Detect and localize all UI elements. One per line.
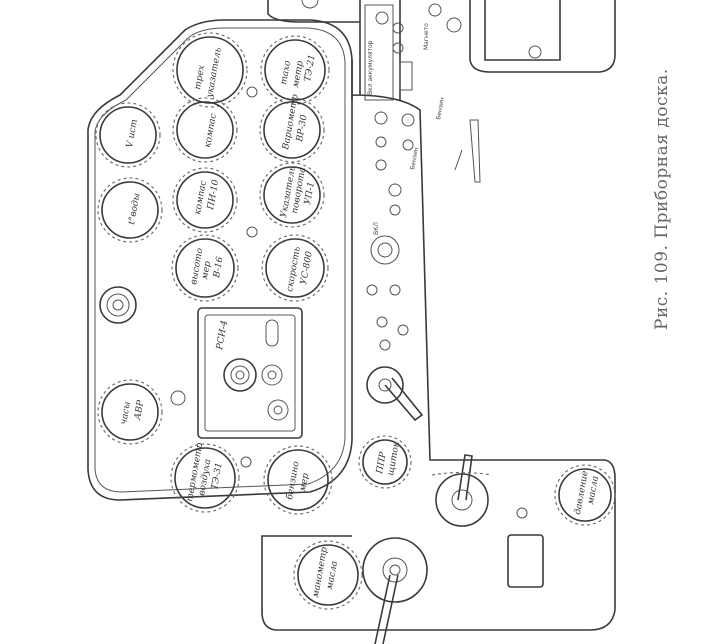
caption-text: Рис. 109. Приборная доска. bbox=[652, 68, 672, 330]
switch-label: Бензин bbox=[409, 147, 420, 171]
gauge-label: УС-800 bbox=[299, 250, 315, 285]
gauge-label: ВР-30 bbox=[295, 114, 310, 144]
lever-middle bbox=[431, 454, 493, 527]
lever-lower bbox=[362, 537, 428, 644]
gauge-manometr bbox=[293, 540, 363, 610]
gauge-label: компас bbox=[203, 113, 219, 149]
gauge-skorost bbox=[261, 234, 329, 302]
switch-label: ВКЛ bbox=[373, 222, 380, 235]
side-panel-outline bbox=[261, 60, 616, 631]
gauge-labels: трех указатель тахо метр ТЭ-21 V ист ком… bbox=[119, 47, 601, 599]
gauge-dav-masla bbox=[554, 464, 616, 526]
gauge-tahometr bbox=[260, 35, 330, 105]
lever-upper bbox=[366, 366, 424, 422]
gauge-label: масла bbox=[325, 560, 340, 590]
gauge-v-ist bbox=[95, 102, 161, 168]
gauge-label: АВР bbox=[133, 399, 147, 422]
gauge-label: ППР bbox=[375, 450, 389, 475]
gauge-pokazatel-pu bbox=[172, 167, 238, 233]
gauge-label: В-16 bbox=[212, 256, 226, 280]
switch-label: Вкл аккумулятор bbox=[367, 40, 374, 95]
gauge-ukazatel-povorota bbox=[259, 162, 325, 228]
gauge-vysotomer bbox=[171, 234, 239, 302]
top-right-knob bbox=[528, 45, 542, 59]
fittings bbox=[170, 0, 528, 519]
fuse-box bbox=[507, 534, 544, 588]
gauge-label: УП-1 bbox=[303, 181, 317, 206]
gauge-label: указатель bbox=[205, 47, 224, 100]
gauge-label: часы bbox=[119, 401, 133, 426]
gauge-label: щиток bbox=[386, 441, 402, 477]
gauge-label: мер bbox=[200, 260, 213, 280]
top-right-frame bbox=[484, 0, 561, 61]
switch-label: Магнето bbox=[423, 23, 430, 50]
top-panel-outline bbox=[267, 0, 616, 100]
radio-label: РСИ-4 bbox=[215, 319, 230, 351]
gauge-label: трех bbox=[193, 64, 207, 90]
gauge-tsentrovka bbox=[358, 435, 412, 489]
gauge-label: V ист bbox=[125, 118, 140, 148]
gauge-kompas bbox=[172, 97, 238, 163]
radio-box: РСИ-4 bbox=[197, 307, 303, 439]
gauge-label: ТЭ-21 bbox=[303, 54, 318, 83]
gauge-label: ТЭ-31 bbox=[210, 462, 225, 491]
gauge-chasy bbox=[97, 379, 163, 445]
gauge-t-vody bbox=[97, 177, 163, 243]
tube-detail bbox=[469, 119, 481, 183]
gauge-termometr-vozd bbox=[170, 443, 240, 513]
gauge-label: мер bbox=[298, 472, 311, 492]
switch-strip: Вкл аккумулятор Магнето Бензин Бензин ВК… bbox=[364, 3, 462, 351]
gauge-benzinomer bbox=[263, 445, 333, 515]
pointer-line bbox=[454, 149, 463, 171]
gauge-label: скорость bbox=[285, 246, 303, 293]
switch-label: Бензин bbox=[435, 97, 446, 121]
gauge-label: компас bbox=[193, 180, 209, 216]
gauge-label: масла bbox=[586, 475, 601, 505]
gauge-label: t°воды bbox=[127, 192, 142, 225]
gauge-label: метр bbox=[291, 60, 306, 89]
panel-outline bbox=[87, 19, 353, 501]
gauge-label: тахо bbox=[279, 59, 293, 85]
gauge-variometr bbox=[259, 97, 325, 163]
round-socket bbox=[99, 286, 137, 324]
panel-outline-inner bbox=[94, 27, 346, 493]
